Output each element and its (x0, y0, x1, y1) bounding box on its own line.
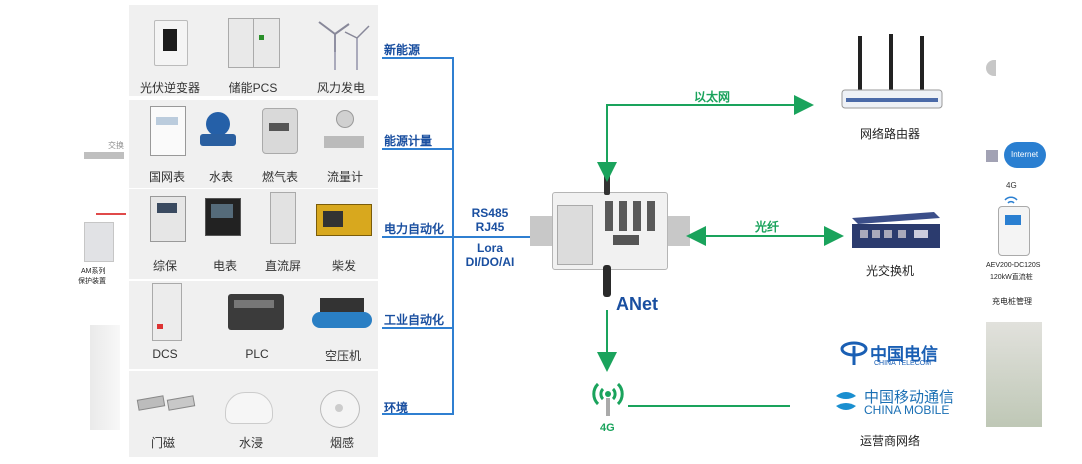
china-mobile-logo-icon (832, 388, 860, 416)
left-switch-device (84, 152, 124, 159)
left-cabinet-image (90, 325, 120, 430)
left-relay-wire (96, 213, 126, 215)
right-wifi-icon (1004, 193, 1018, 204)
fiber-switch-label: 光交换机 (866, 264, 915, 278)
protocol-lora: Lora (476, 241, 503, 255)
gateway-device (552, 192, 668, 270)
china-telecom-name: 中国电信 (870, 345, 938, 364)
item-label: 空压机 (324, 349, 361, 363)
item-label: 电表 (212, 259, 237, 273)
carrier-network-label: 运营商网络 (860, 434, 921, 448)
protection-relay-image (150, 196, 186, 242)
water-meter-image (200, 108, 236, 152)
internet-cloud-icon (1004, 142, 1046, 168)
china-mobile-name: 中国移动通信 (864, 389, 955, 406)
bracket-tick-industrial-automation (382, 327, 454, 329)
ev-charger-model: AEV200-DC120S (986, 262, 1041, 269)
item-label: 储能PCS (228, 81, 278, 95)
ev-charger-image (998, 206, 1030, 256)
plc-image (228, 294, 284, 330)
gateway-name: ANet (616, 294, 659, 314)
grid-meter-image (150, 106, 186, 156)
category-label-energy-metering: 能源计量 (384, 134, 433, 148)
china-mobile-name-en: CHINA MOBILE (864, 403, 950, 417)
router-image (836, 34, 946, 114)
carrier-panel (790, 320, 958, 450)
smoke-detector-image (320, 390, 360, 428)
left-relay-label-1: AM系列 (81, 268, 106, 275)
bracket-tick-environment (382, 413, 454, 415)
gas-meter-image (262, 108, 298, 154)
fiber-switch-image (846, 208, 942, 252)
right-parking-image (986, 322, 1042, 427)
diesel-generator-image (316, 204, 372, 236)
gateway-antenna-bottom (603, 265, 611, 297)
china-telecom-name-en: CHINA TELECOM (874, 360, 932, 367)
item-label: 国网表 (148, 170, 185, 184)
link-label-4g: 4G (600, 422, 615, 434)
item-label: 柴发 (331, 259, 356, 273)
left-switch-label: 交换 (108, 141, 124, 150)
protocol-rj45: RJ45 (475, 220, 505, 234)
4g-signal-icon (589, 378, 627, 418)
category-label-industrial-automation: 工业自动化 (384, 313, 445, 327)
wind-turbine-image (313, 14, 373, 72)
door-sensor-image (136, 390, 196, 416)
item-label: 烟感 (329, 436, 354, 450)
ev-charger-desc: 120kW直流桩 (990, 274, 1033, 281)
item-label: 直流屏 (264, 259, 301, 273)
link-label-ethernet: 以太网 (694, 90, 731, 104)
bracket-tick-new-energy (382, 57, 454, 59)
router-label: 网络路由器 (860, 127, 921, 141)
bracket-tick-power-automation (382, 236, 454, 238)
left-relay-label-2: 保护装置 (78, 278, 106, 285)
water-leak-sensor-image (225, 392, 273, 424)
flow-meter-image (324, 108, 364, 156)
dc-panel-image (270, 192, 296, 244)
right-edge-circle (986, 60, 996, 76)
storage-pcs-image (228, 18, 280, 68)
item-label: 水浸 (238, 436, 263, 450)
item-label: 水表 (208, 170, 233, 184)
category-label-new-energy: 新能源 (384, 43, 421, 57)
item-label: 燃气表 (261, 170, 298, 184)
dcs-cabinet-image (152, 283, 182, 341)
connector-to-gateway-line (452, 236, 532, 238)
item-label: 综保 (152, 259, 177, 273)
bracket-tick-energy-metering (382, 148, 454, 150)
item-label: 风力发电 (316, 81, 365, 95)
charging-mgmt-label: 充电桩管理 (992, 297, 1032, 306)
item-label: 光伏逆变器 (139, 81, 200, 95)
category-label-environment: 环境 (384, 401, 409, 415)
item-label: DCS (152, 347, 178, 361)
air-compressor-image (312, 294, 372, 332)
right-4g-label: 4G (1006, 181, 1017, 190)
power-meter-image (205, 198, 241, 236)
protocol-rs485: RS485 (471, 206, 509, 220)
china-telecom-logo-icon (840, 340, 868, 366)
gateway-antenna-top (604, 175, 610, 195)
item-label: 门磁 (150, 436, 175, 450)
protocol-dido-ai: DI/DO/AI (465, 255, 515, 269)
link-label-fiber: 光纤 (755, 220, 780, 234)
right-edge-small-device (986, 150, 998, 162)
pv-inverter-image (154, 20, 188, 66)
item-label: PLC (245, 347, 269, 361)
left-relay-device (84, 222, 114, 262)
internet-label: Internet (1011, 150, 1039, 159)
item-label: 流量计 (326, 170, 363, 184)
category-label-power-automation: 电力自动化 (384, 222, 445, 236)
